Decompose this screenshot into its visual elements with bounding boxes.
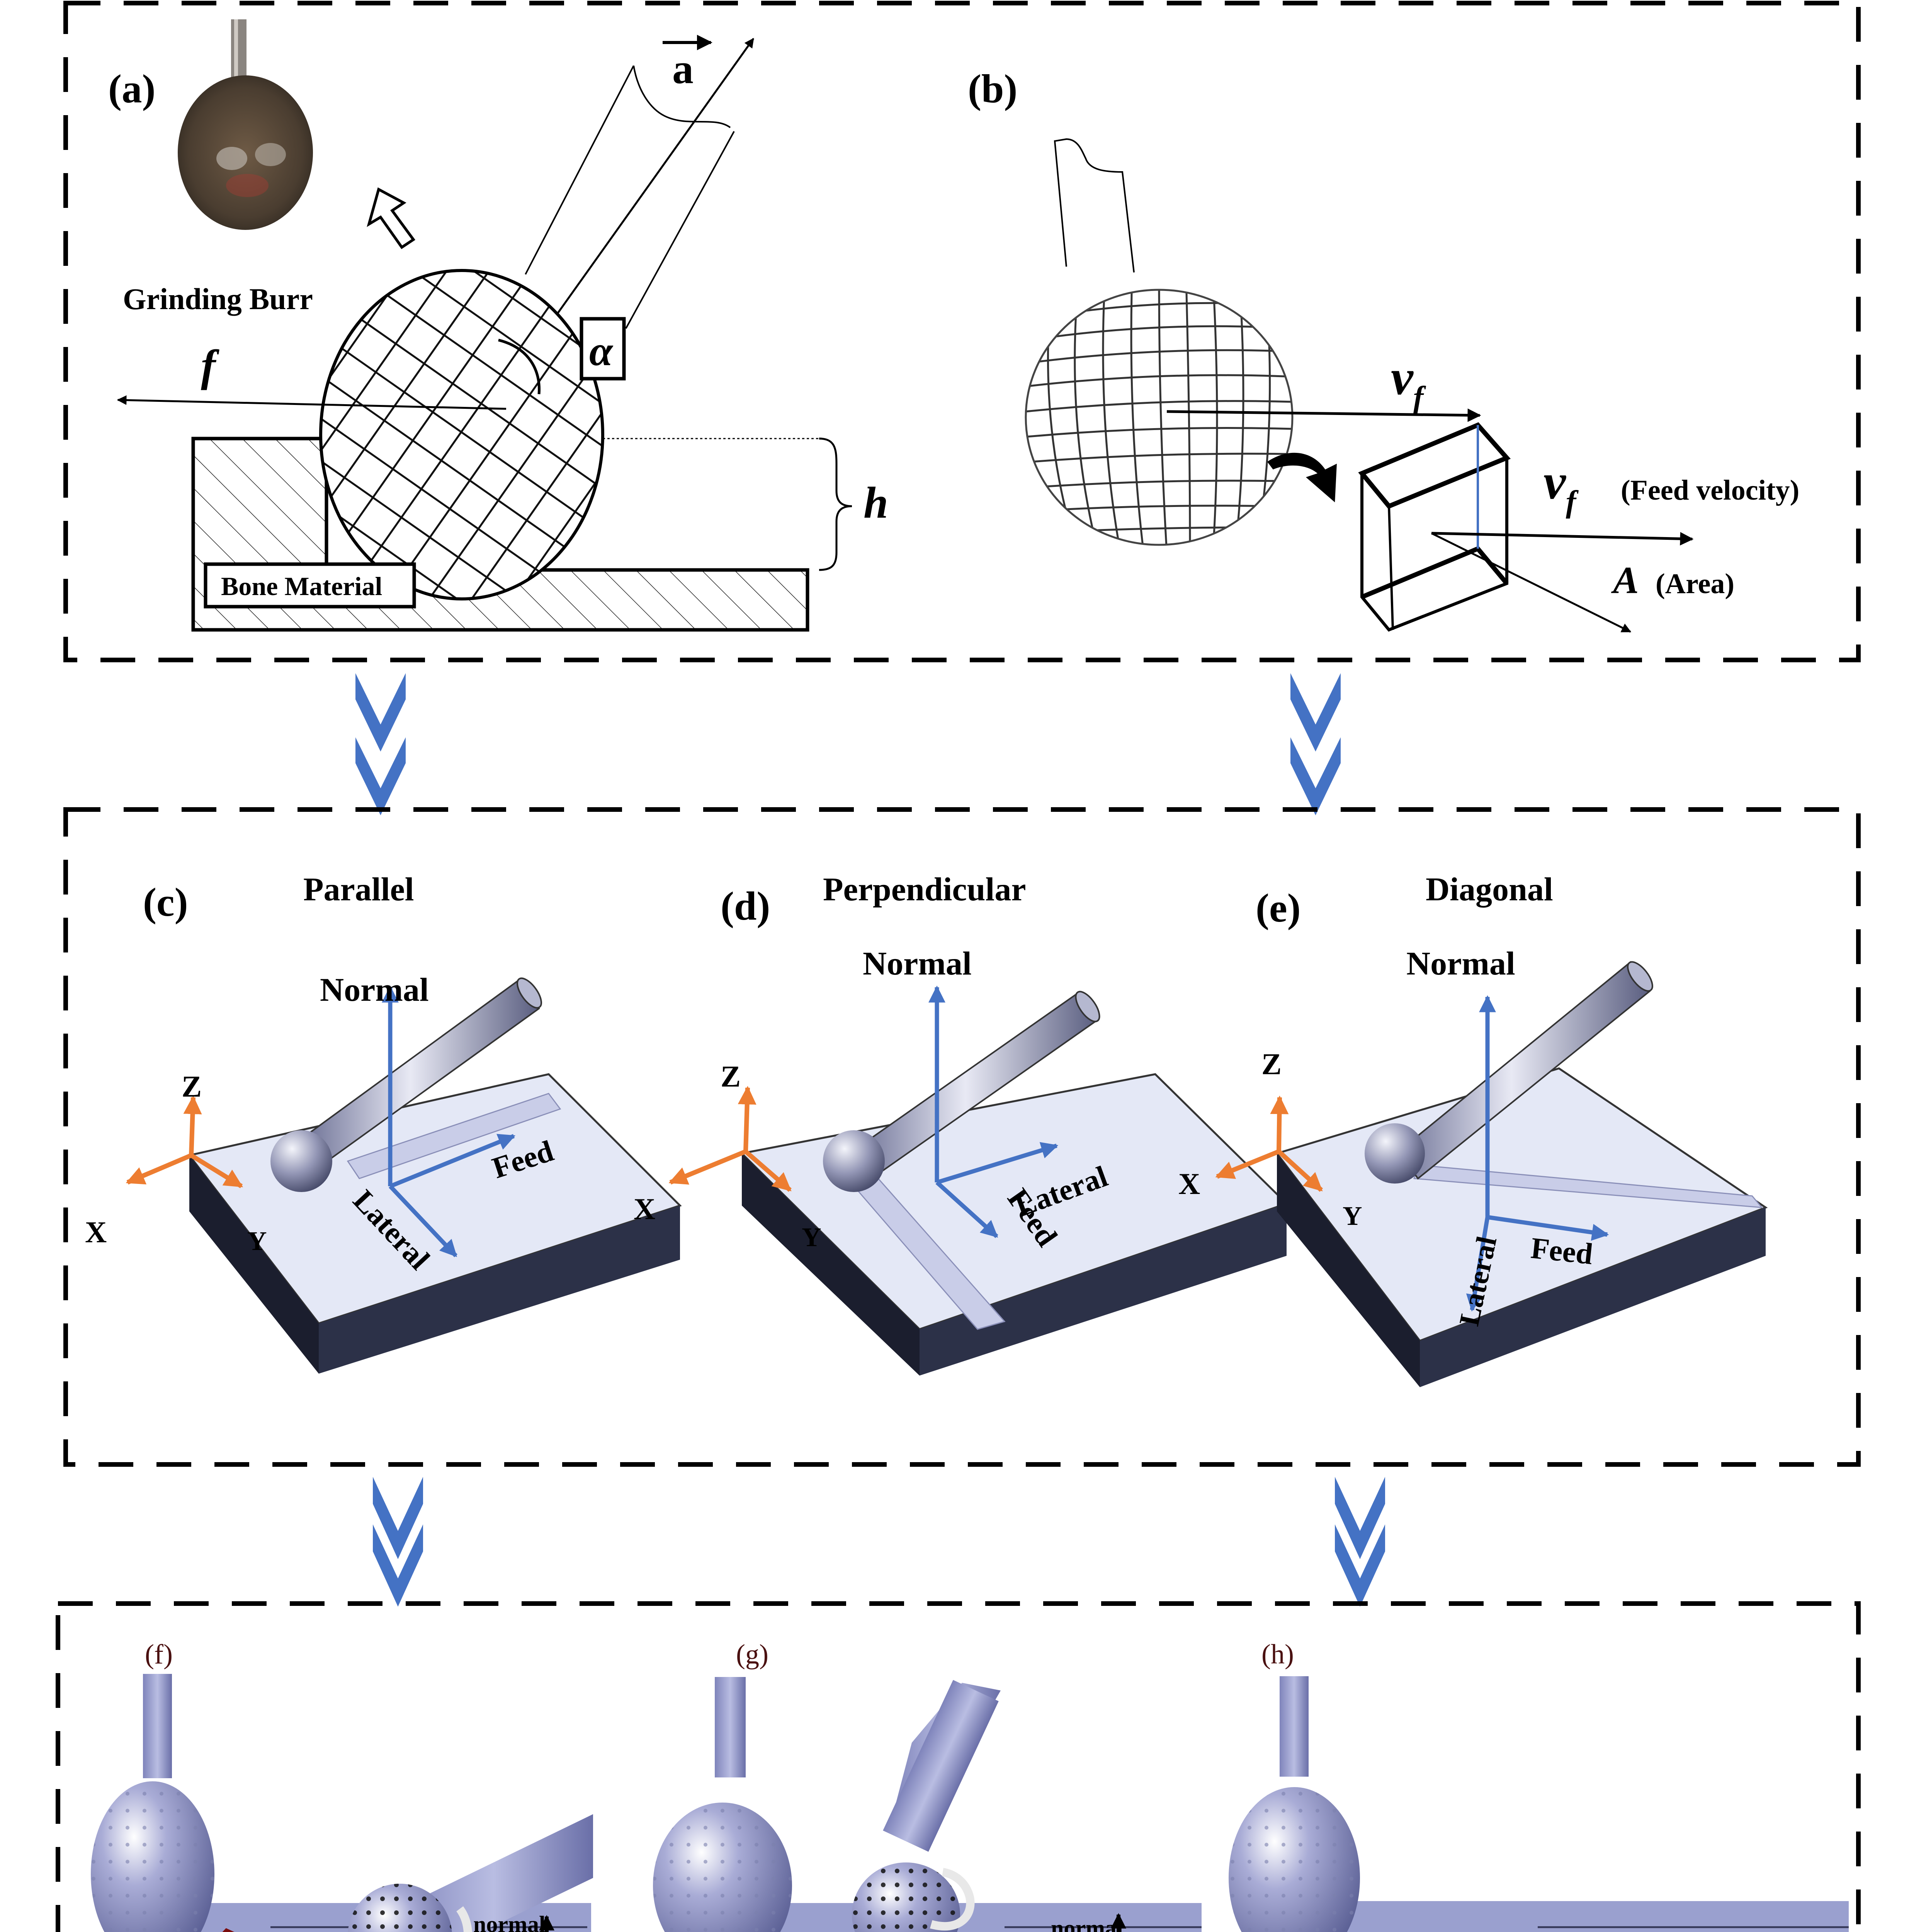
zoomed-burr [653,1677,792,1932]
area-normal-arrow [1431,532,1632,633]
panel-d-title: Perpendicular [823,871,1026,908]
workpiece-block [739,1073,1289,1376]
angle-arc [498,338,541,395]
panel-d: (d) Perpendicular Normal Lateral Feed Z … [634,871,1289,1376]
panel-g-label: (g) [736,1639,768,1670]
direction-axes [1111,1913,1126,1932]
panel-c: (c) Parallel Normal Feed Lateral Z X Y [85,871,682,1374]
chevron-down-icon [355,737,406,815]
panel-a-label: (a) [108,66,155,111]
grinding-burr-photo [178,19,313,230]
global-axes [1215,1095,1323,1192]
unit-box [1358,422,1511,632]
vector-a-label: a [672,45,694,92]
angle-symbol: α [589,327,614,374]
tool-axes [1466,995,1609,1312]
bone-material-label-box [204,562,416,609]
frame-middle [63,807,1861,1467]
normal-label: normal [473,1912,546,1932]
z-axis-label: Z [721,1060,741,1093]
tool-axes [382,985,516,1257]
chevron-down-icon [1335,1524,1385,1607]
normal-label: Normal [320,971,429,1008]
workpiece-block [187,1073,682,1374]
frame-top [63,1,1861,662]
active-tool [852,1680,1001,1932]
panel-b: (b) vf [968,66,1799,633]
height-symbol: h [864,478,888,527]
chevron-down-icon [1335,1477,1385,1559]
ball-tool [270,977,542,1192]
x-axis-label: X [634,1192,655,1226]
chevron-down-icon [355,673,406,752]
feed-symbol: f [201,341,219,390]
area-label: (Area) [1656,568,1734,600]
bone-material-label: Bone Material [221,571,382,601]
vf-symbol-top: vf [1391,350,1426,415]
y-axis-label: Y [802,1223,821,1252]
feed-label: Feed [1529,1231,1594,1270]
frame-bottom [56,1601,1861,1932]
tool-shank-outline [1054,138,1135,273]
chevron-down-icon [1290,673,1341,752]
y-axis-label: Y [1343,1201,1362,1231]
panel-c-label: (c) [143,879,188,925]
tool-axes [928,985,1059,1238]
rotation-arrow-icon [456,1906,472,1932]
active-tool [348,1814,593,1932]
angle-box [580,317,626,381]
x-axis-label: X [1178,1167,1200,1201]
panel-g: (g) 2.93 m/s normal feed lateral [653,1639,1202,1932]
panel-h-label: (h) [1261,1639,1294,1670]
y-axis-label: Y [247,1226,267,1256]
rotation-arrow-icon [930,1868,975,1931]
ball-tool [823,991,1100,1192]
area-symbol: A [1611,559,1639,602]
panel-f: (f) 19.63 m/s normal feed lateral [91,1639,593,1932]
panel-e: (e) Diagonal Normal Feed Lateral Z X Y [1178,871,1768,1387]
panel-b-label: (b) [968,66,1017,111]
feed-velocity-arrow [1431,532,1694,546]
normal-label: normal [1051,1915,1123,1932]
flow-chevrons-row-2 [373,1477,1385,1607]
flow-chevrons-row-1 [355,673,1341,815]
global-axes [126,1095,243,1189]
panel-h: (h) [1229,1639,1849,1932]
chip-region [222,1928,235,1932]
chevron-down-icon [373,1477,423,1559]
z-axis-label: Z [1261,1047,1282,1081]
panel-c-title: Parallel [303,871,414,908]
feed-velocity-label: (Feed velocity) [1621,474,1799,506]
global-axes [668,1086,792,1192]
curved-arrow-icon [1267,452,1337,502]
zoomed-burr [1229,1676,1360,1932]
height-brace [819,437,852,571]
chevron-down-icon [1290,737,1341,815]
zoomed-burr [91,1674,235,1932]
x-axis-label: X [85,1215,107,1249]
grinding-burr-caption: Grinding Burr [123,282,313,316]
panel-d-label: (d) [721,883,770,929]
panel-e-label: (e) [1256,885,1301,930]
chevron-down-icon [373,1524,423,1607]
pointer-arrow-icon [367,187,415,249]
vf-symbol-box: vf [1544,454,1579,519]
wire-mesh-sphere-b [1026,290,1292,545]
direction-axes [539,1915,554,1932]
vf-arrow [1166,408,1481,422]
panel-a: (a) Grinding Burr a [108,19,888,632]
normal-label: Normal [863,945,972,982]
normal-label: Normal [1406,945,1515,982]
feed-direction-line [117,395,507,410]
panel-e-title: Diagonal [1426,871,1553,908]
panel-f-label: (f) [145,1639,173,1670]
ball-tool [1365,961,1653,1184]
z-axis-label: Z [182,1070,202,1103]
